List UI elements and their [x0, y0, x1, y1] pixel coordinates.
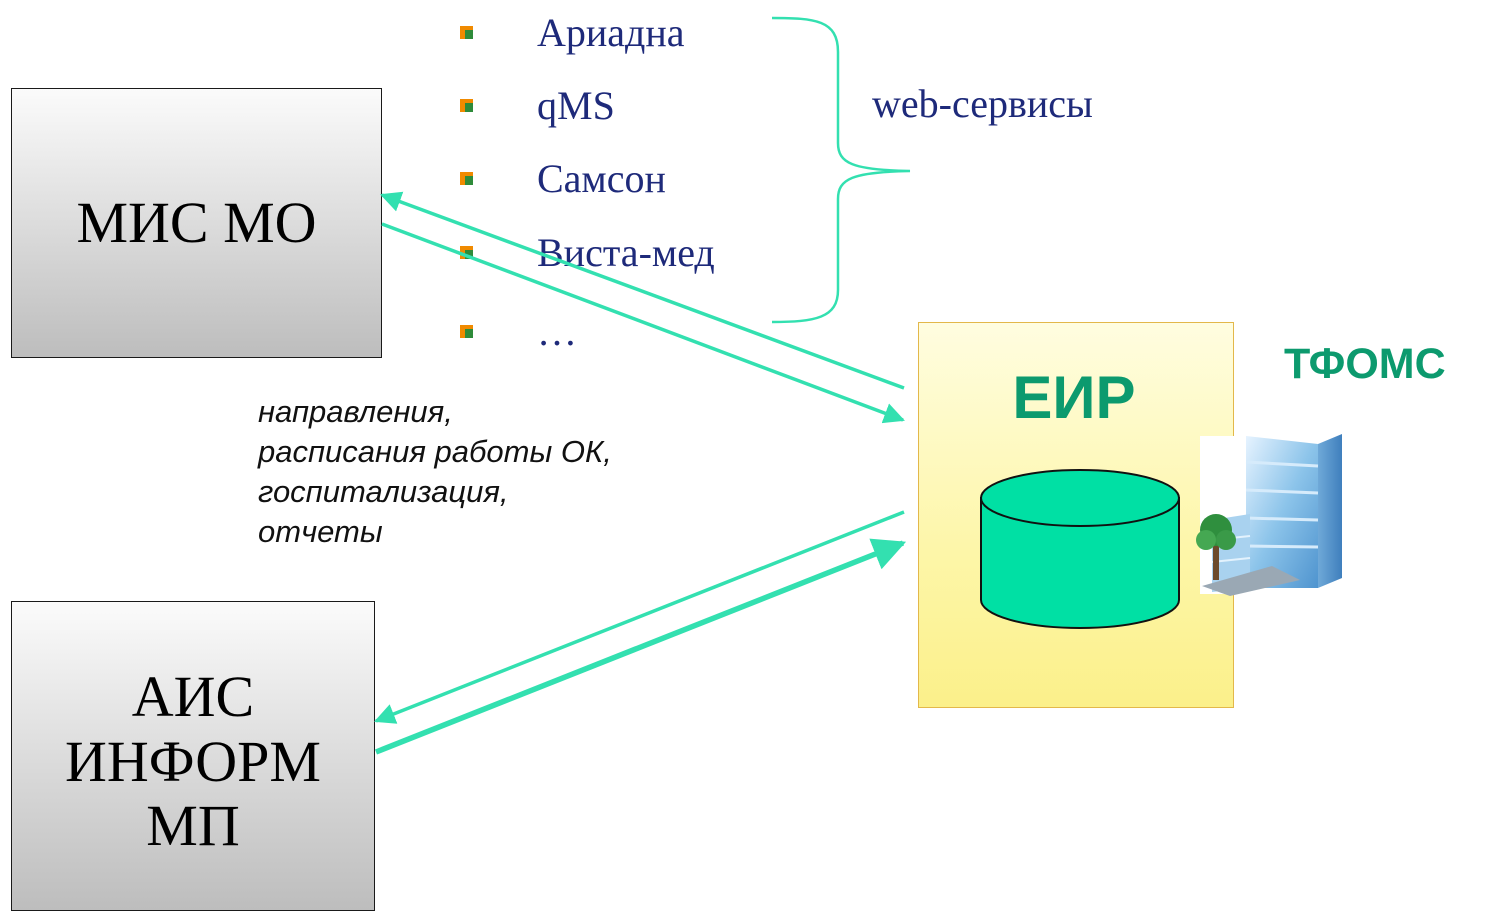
system-name: qMS [537, 82, 615, 128]
database-icon [980, 469, 1180, 629]
flow-line: госпитализация, [258, 474, 509, 509]
system-name: Ариадна [537, 9, 685, 55]
bullet-icon [460, 25, 473, 39]
system-name: … [537, 308, 577, 354]
bullet-icon [460, 324, 473, 338]
mis-mo-label: МИС МО [76, 189, 317, 255]
list-item: … [460, 306, 577, 356]
list-item: Виста-мед [460, 227, 715, 277]
eir-title: ЕИР [1012, 364, 1136, 431]
list-item: Ариадна [460, 7, 685, 57]
arrow-eir-to-ais [374, 510, 905, 724]
mis-mo-box: МИС МО [11, 88, 382, 358]
ais-line-3: МП [146, 793, 240, 859]
data-flows-label: направления, расписания работы ОК, госпи… [258, 392, 612, 552]
web-services-label: web-сервисы [872, 81, 1093, 126]
bullet-icon [460, 98, 473, 112]
curly-brace [771, 16, 911, 324]
list-item: Самсон [460, 153, 666, 203]
flow-line: отчеты [258, 514, 383, 549]
arrow-eir-to-mis [380, 191, 905, 390]
flow-line: направления, [258, 394, 453, 429]
arrow-mis-to-eir [381, 222, 905, 424]
system-name: Самсон [537, 155, 666, 201]
ais-line-1: АИС [131, 663, 255, 729]
ais-inform-label: АИС ИНФОРМ МП [64, 663, 321, 860]
ais-line-2: ИНФОРМ [64, 728, 321, 794]
arrow-ais-to-eir [374, 538, 907, 755]
office-building-icon [1196, 434, 1342, 596]
flow-line: расписания работы ОК, [258, 434, 612, 469]
tfoms-label: ТФОМС [1284, 340, 1446, 388]
list-item: qMS [460, 80, 615, 130]
system-name: Виста-мед [537, 229, 715, 275]
bullet-icon [460, 171, 473, 185]
